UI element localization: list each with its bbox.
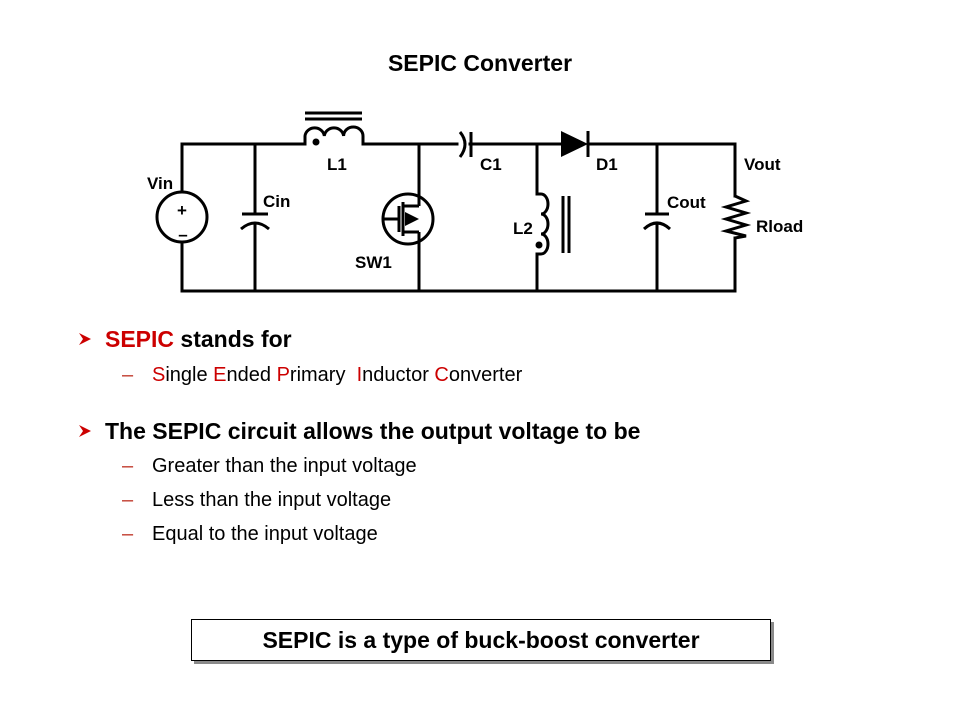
sepic-schematic: + – <box>147 111 803 293</box>
l2-label: L2 <box>513 219 533 238</box>
sub-item-text: Greater than the input voltage <box>152 455 417 477</box>
c1-label: C1 <box>480 155 502 174</box>
sub-item: –Equal to the input voltage <box>122 523 378 546</box>
l2-dot-icon <box>535 241 543 249</box>
c1-capacitor-icon <box>458 131 473 158</box>
acronym-initial: I <box>356 364 363 386</box>
sw1-label: SW1 <box>355 253 392 272</box>
svg-text:–: – <box>178 225 187 244</box>
wire-top-right <box>586 142 737 198</box>
acronym-expansion: Single Ended Primary Inductor Converter <box>152 364 522 386</box>
l1-label: L1 <box>327 155 347 174</box>
acronym-text: ingle <box>165 364 214 386</box>
vin-label: Vin <box>147 174 173 193</box>
l2-inductor-icon <box>537 192 571 256</box>
dash-bullet: – <box>122 455 134 477</box>
sub-item: –Greater than the input voltage <box>122 455 417 478</box>
callout-box: SEPIC is a type of buck-boost converter <box>191 619 771 661</box>
bullet-text: The SEPIC circuit allows the output volt… <box>105 418 641 444</box>
acronym-text: rimary <box>289 364 357 386</box>
sub-item-acronym: –Single Ended Primary Inductor Converter <box>122 364 522 387</box>
acronym-text: onverter <box>448 364 523 386</box>
acronym-text: nded <box>226 364 277 386</box>
sub-item-text: Less than the input voltage <box>152 489 392 511</box>
l1-dot-icon <box>312 138 320 146</box>
dash-bullet: – <box>122 523 134 545</box>
rload-resistor-icon <box>720 194 752 240</box>
d1-label: D1 <box>596 155 618 174</box>
cout-capacitor-icon <box>642 212 672 231</box>
d1-diode-icon <box>561 131 590 157</box>
bullet-text: stands for <box>174 326 292 352</box>
cout-label: Cout <box>667 193 706 212</box>
acronym-initial: E <box>213 364 227 386</box>
slide-title: SEPIC Converter <box>387 50 573 76</box>
wire-bottom <box>180 236 737 293</box>
sub-item: –Less than the input voltage <box>122 489 391 512</box>
acronym-initial: C <box>434 364 449 386</box>
arrow-bullet-icon <box>79 424 91 437</box>
vout-label: Vout <box>744 155 781 174</box>
cin-label: Cin <box>263 192 290 211</box>
acronym-text: nductor <box>362 364 435 386</box>
acronym-initial: S <box>152 364 166 386</box>
l1-inductor-icon <box>303 111 365 144</box>
bullet-sepic-stands-for: SEPIC stands for <box>78 326 292 353</box>
arrow-bullet-icon <box>79 332 91 345</box>
sub-item-text: Equal to the input voltage <box>152 523 378 545</box>
rload-label: Rload <box>756 217 803 236</box>
acronym-initial: P <box>276 364 290 386</box>
dash-bullet: – <box>122 489 134 511</box>
dash-bullet: – <box>122 364 134 386</box>
svg-text:+: + <box>177 201 187 220</box>
vin-source-icon: + – <box>155 190 209 244</box>
bullet-output-voltage: The SEPIC circuit allows the output volt… <box>78 418 640 445</box>
bullet-highlight: SEPIC <box>105 326 175 352</box>
cin-capacitor-icon <box>240 212 270 231</box>
